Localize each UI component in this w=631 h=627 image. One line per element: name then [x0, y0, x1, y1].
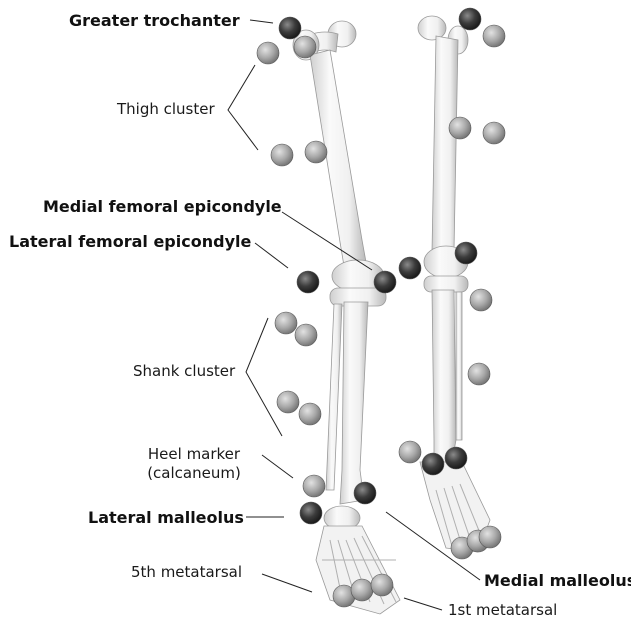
marker-right-thigh-cluster [483, 25, 505, 47]
label-fifth-metatarsal: 5th metatarsal [131, 563, 242, 582]
label-medial-malleolus: Medial malleolus [484, 571, 631, 590]
label-thigh-cluster: Thigh cluster [117, 100, 215, 119]
right-femur-shaft [432, 36, 458, 252]
marker-heel [303, 475, 325, 497]
label-heel-marker: Heel marker (calcaneum) [139, 445, 249, 483]
marker-thigh-cluster [294, 36, 316, 58]
marker-shank-cluster [299, 403, 321, 425]
marker-right-shank-cluster [470, 289, 492, 311]
tibia-shaft [340, 302, 368, 504]
marker-shank-cluster [275, 312, 297, 334]
marker-thigh-cluster [257, 42, 279, 64]
leader-fifth-metatarsal [262, 574, 312, 592]
marker-right-malleolus [445, 447, 467, 469]
leader-lateral-femoral-epicondyle [255, 243, 288, 268]
marker-right-medial-femoral-epicondyle [399, 257, 421, 279]
right-tibia-shaft [432, 290, 456, 462]
marker-right-malleolus [422, 453, 444, 475]
marker-medial-femoral-epicondyle [374, 271, 396, 293]
left-leg-bones [293, 21, 400, 614]
marker-right-lateral-femoral-epicondyle [455, 242, 477, 264]
fibula-shaft [326, 304, 342, 490]
leader-shank-cluster [246, 318, 282, 436]
marker-medial-malleolus [354, 482, 376, 504]
label-medial-femoral-epicondyle: Medial femoral epicondyle [43, 197, 282, 216]
label-first-metatarsal: 1st metatarsal [448, 601, 557, 620]
marker-right-thigh-cluster [449, 117, 471, 139]
leader-heel-marker [262, 455, 293, 478]
marker-lateral-malleolus [300, 502, 322, 524]
marker-metatarsal [351, 579, 373, 601]
marker-greater-trochanter [279, 17, 301, 39]
marker-right-metatarsal [479, 526, 501, 548]
label-heel-marker-line2: (calcaneum) [139, 464, 249, 483]
marker-thigh-cluster [271, 144, 293, 166]
label-lateral-malleolus: Lateral malleolus [88, 508, 244, 527]
right-femoral-head [418, 16, 446, 40]
label-heel-marker-line1: Heel marker [139, 445, 249, 464]
label-greater-trochanter: Greater trochanter [69, 11, 240, 30]
marker-lateral-femoral-epicondyle [297, 271, 319, 293]
leader-first-metatarsal [404, 598, 442, 610]
marker-right-heel [399, 441, 421, 463]
marker-right-thigh-cluster [483, 122, 505, 144]
marker-first-metatarsal [371, 574, 393, 596]
marker-right-greater-trochanter [459, 8, 481, 30]
marker-shank-cluster [277, 391, 299, 413]
label-shank-cluster: Shank cluster [133, 362, 235, 381]
leader-greater-trochanter [250, 20, 273, 23]
marker-right-shank-cluster [468, 363, 490, 385]
right-fibula-shaft [456, 292, 462, 440]
leader-thigh-cluster [228, 65, 258, 150]
label-lateral-femoral-epicondyle: Lateral femoral epicondyle [9, 232, 251, 251]
marker-shank-cluster [295, 324, 317, 346]
marker-thigh-cluster [305, 141, 327, 163]
